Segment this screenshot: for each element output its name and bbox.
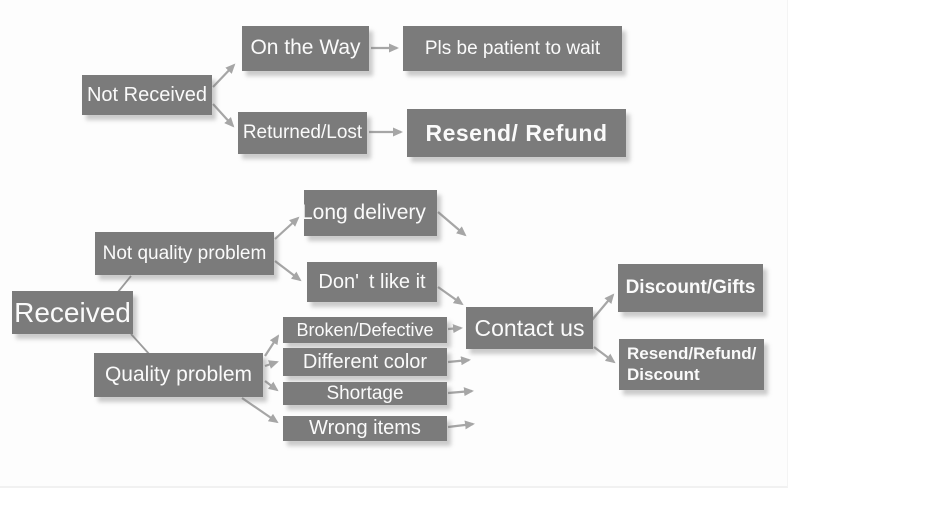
arrow-long-delivery-out bbox=[437, 211, 467, 237]
arrow-not-received-to-returned-lost bbox=[212, 103, 235, 128]
node-long-delivery: Long delivery bbox=[301, 190, 437, 236]
arrow-dont-like-to-contact-us bbox=[437, 286, 464, 306]
node-wrong-items: Wrong items bbox=[283, 416, 447, 441]
node-broken-defective: Broken/Defective bbox=[283, 317, 447, 343]
arrow-quality-to-wrong-items bbox=[241, 397, 279, 424]
arrow-contact-us-to-resend-refund-discount bbox=[593, 346, 616, 364]
node-shortage: Shortage bbox=[283, 382, 447, 405]
node-pls-be-patient: Pls be patient to wait bbox=[403, 26, 622, 71]
arrow-not-quality-to-dont-like bbox=[274, 260, 302, 282]
arrow-not-received-to-on-the-way bbox=[212, 63, 236, 88]
node-different-color: Different color bbox=[283, 348, 447, 376]
arrow-contact-us-to-discount-gifts bbox=[591, 293, 615, 321]
line-received-to-quality bbox=[130, 333, 151, 356]
node-dont-like-it: Don' t like it bbox=[307, 262, 437, 302]
arrow-quality-to-shortage bbox=[264, 380, 279, 392]
arrow-broken-to-contact-us bbox=[447, 324, 463, 334]
arrow-shortage-out bbox=[447, 387, 474, 397]
arrow-different-color-out bbox=[447, 356, 471, 366]
node-quality-problem: Quality problem bbox=[94, 353, 263, 397]
line-received-to-not-quality bbox=[117, 275, 132, 293]
node-resend-refund: Resend/ Refund bbox=[407, 109, 626, 157]
node-resend-refund-discount-line1: Resend/Refund/ bbox=[627, 344, 757, 364]
node-not-received: Not Received bbox=[82, 75, 212, 115]
node-received: Received bbox=[12, 291, 133, 334]
arrow-quality-to-broken bbox=[264, 334, 280, 357]
node-discount-gifts: Discount/Gifts bbox=[618, 264, 763, 312]
node-returned-lost: Returned/Lost bbox=[238, 112, 367, 154]
arrow-not-quality-to-long-delivery bbox=[274, 216, 300, 240]
arrow-quality-to-different-color bbox=[264, 360, 279, 369]
node-resend-refund-discount: Resend/Refund/ Discount bbox=[619, 339, 764, 390]
node-resend-refund-discount-line2: Discount bbox=[627, 364, 700, 384]
node-on-the-way: On the Way bbox=[242, 26, 369, 71]
node-contact-us: Contact us bbox=[466, 307, 593, 349]
node-not-quality-problem: Not quality problem bbox=[95, 232, 274, 275]
arrow-wrong-items-out bbox=[447, 420, 475, 430]
